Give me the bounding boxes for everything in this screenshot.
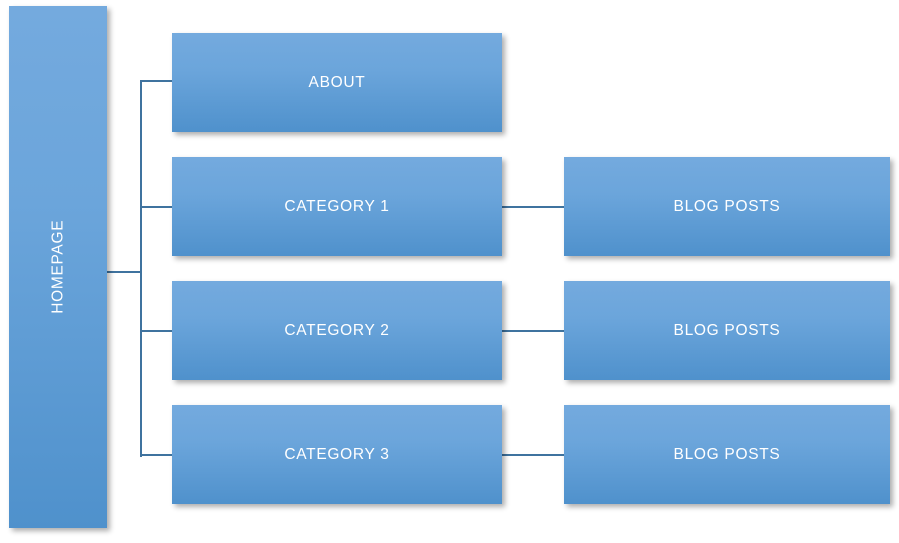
node-blog-posts-1-label: BLOG POSTS bbox=[673, 197, 781, 215]
node-blog-posts-1[interactable]: BLOG POSTS bbox=[564, 157, 890, 256]
node-category-3-label: CATEGORY 3 bbox=[284, 445, 390, 463]
node-homepage[interactable]: HOMEPAGE bbox=[9, 6, 107, 528]
node-category-1[interactable]: CATEGORY 1 bbox=[172, 157, 502, 256]
connector-homepage-to-trunk bbox=[107, 271, 142, 273]
node-blog-posts-2[interactable]: BLOG POSTS bbox=[564, 281, 890, 380]
node-category-1-label: CATEGORY 1 bbox=[284, 197, 390, 215]
node-category-3[interactable]: CATEGORY 3 bbox=[172, 405, 502, 504]
connector-trunk-to-category-2 bbox=[140, 330, 173, 332]
connector-trunk-to-category-3 bbox=[140, 454, 173, 456]
node-about[interactable]: ABOUT bbox=[172, 33, 502, 132]
connector-category-2-to-blog-posts bbox=[502, 330, 565, 332]
node-category-2[interactable]: CATEGORY 2 bbox=[172, 281, 502, 380]
node-category-2-label: CATEGORY 2 bbox=[284, 321, 390, 339]
node-blog-posts-3[interactable]: BLOG POSTS bbox=[564, 405, 890, 504]
connector-trunk-to-category-1 bbox=[140, 206, 173, 208]
node-blog-posts-2-label: BLOG POSTS bbox=[673, 321, 781, 339]
node-homepage-label: HOMEPAGE bbox=[49, 219, 67, 315]
connector-trunk-to-about bbox=[140, 80, 173, 82]
node-about-label: ABOUT bbox=[308, 73, 366, 91]
connector-category-1-to-blog-posts bbox=[502, 206, 565, 208]
connector-vertical-trunk bbox=[140, 81, 142, 457]
node-blog-posts-3-label: BLOG POSTS bbox=[673, 445, 781, 463]
connector-category-3-to-blog-posts bbox=[502, 454, 565, 456]
